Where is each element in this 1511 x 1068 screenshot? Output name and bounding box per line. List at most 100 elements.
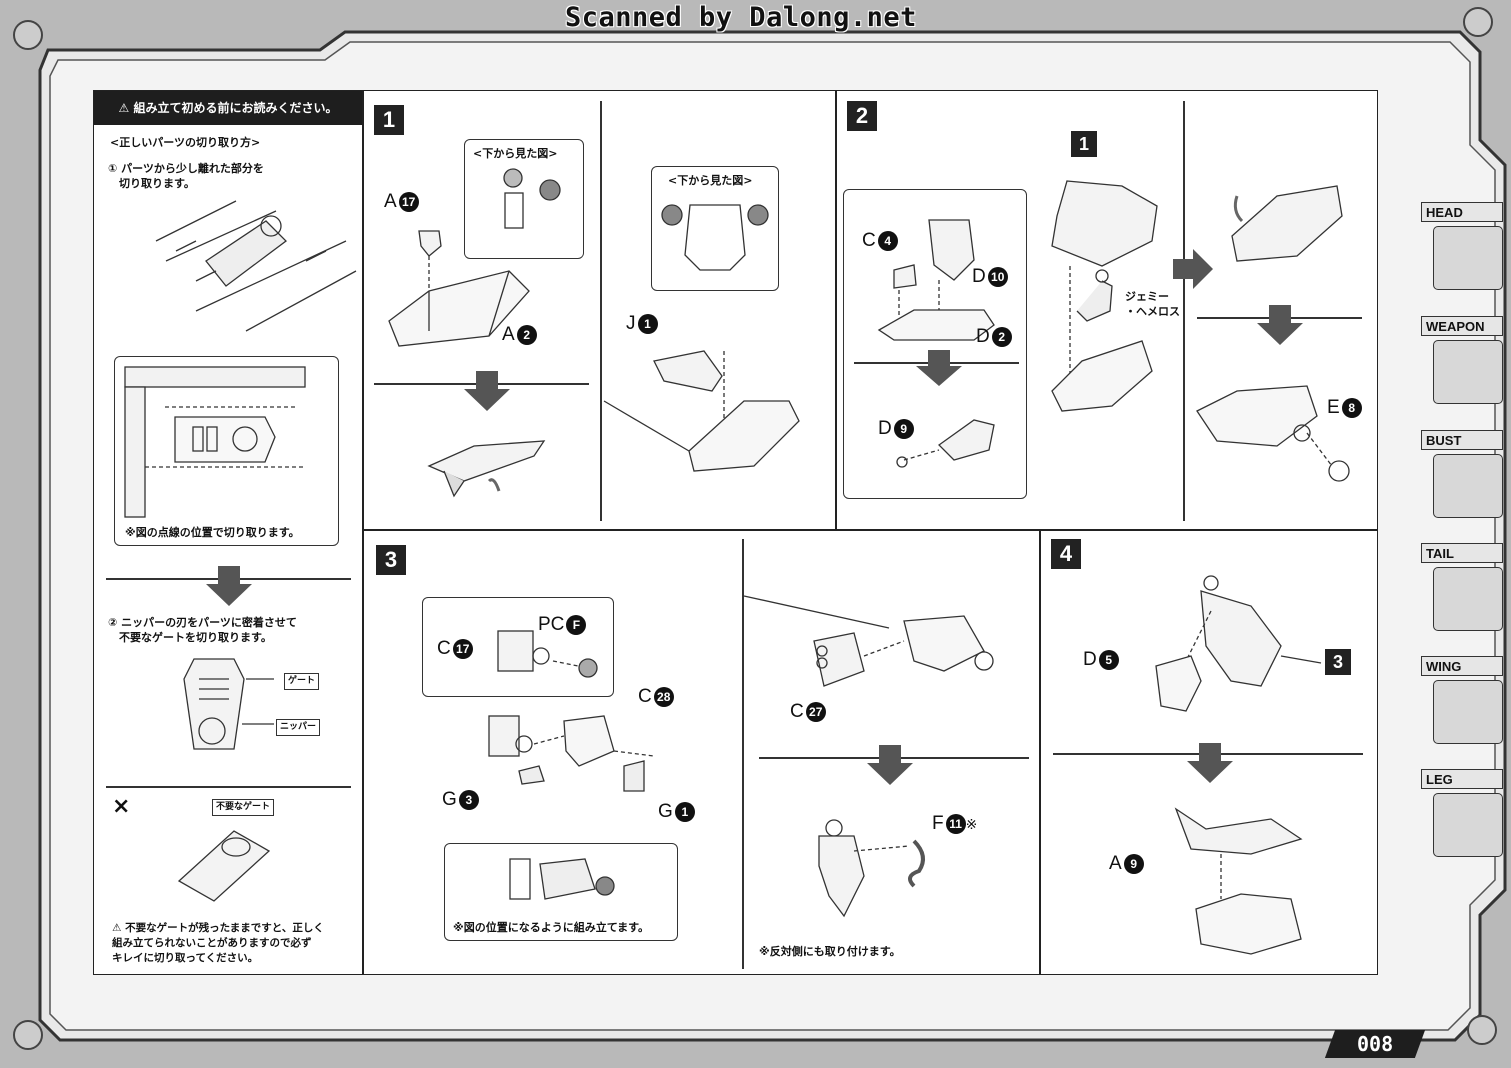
part-number: 1: [674, 801, 695, 822]
bad-gate-illustration: [177, 830, 271, 902]
step4-upper-drawing: [1155, 575, 1322, 712]
gate-label: ゲート: [284, 673, 320, 690]
bottom-view-drawing: [503, 168, 561, 229]
cut-detail-caption: ※図の点線の位置で切り取ります。: [125, 526, 300, 539]
bottom-view-drawing: [661, 204, 769, 271]
position-caption: ※図の位置になるように組み立てます。: [453, 921, 650, 934]
step2-head-assembly: [1196, 385, 1350, 482]
part-number: 2: [991, 326, 1012, 347]
step1-number: 1: [374, 105, 404, 135]
part-letter: G: [658, 801, 673, 822]
final-warning-text: ⚠ 不要なゲートが残ったままですと、正しく 組み立てられないことがありますので必…: [112, 922, 324, 964]
opposite-caption: ※反対側にも取り付けます。: [759, 945, 901, 958]
right-arrow: [1173, 249, 1213, 289]
scan-credit: Scanned by Dalong.net: [565, 2, 917, 33]
warning-header-text: 組み立て初める前にお読みください。: [133, 101, 338, 115]
tab-leg[interactable]: LEG: [1411, 769, 1506, 869]
step3-assembly-drawing: [488, 715, 655, 792]
step1-rotate-drawing: [427, 440, 546, 498]
step4-number: 4: [1051, 539, 1081, 569]
part-letter: C: [790, 701, 804, 722]
tab-tail-label: TAIL: [1421, 543, 1503, 563]
wrong-mark: ×: [112, 794, 131, 819]
step1-cockpit-assembly: [603, 350, 800, 472]
bottom-view-label-b: <下から見た図>: [668, 174, 753, 187]
tab-wing[interactable]: WING: [1411, 656, 1506, 756]
part-letter: C: [638, 686, 652, 707]
part-number: 8: [1341, 397, 1362, 418]
unneeded-gate-label: 不要なゲート: [212, 799, 275, 816]
part-letter: G: [442, 789, 457, 810]
down-arrow: [464, 371, 510, 411]
part-letter: J: [626, 313, 636, 334]
cut-detail-drawing: [124, 366, 306, 518]
part-suffix: ※: [965, 816, 978, 832]
part-number: 11: [945, 813, 966, 834]
tab-head[interactable]: HEAD: [1411, 202, 1506, 302]
step1-cockpit-drawing: [388, 230, 530, 347]
warning-panel: ⚠ 組み立て初める前にお読みください。 <正しいパーツの切り取り方> ① パーツ…: [93, 90, 363, 975]
part-letter: D: [878, 418, 892, 439]
part-number: 9: [893, 418, 914, 439]
step2-barrel-drawing: [896, 419, 995, 468]
tab-tail[interactable]: TAIL: [1411, 543, 1506, 643]
step1-bottom-view-b: <下から見た図>: [651, 166, 779, 291]
tab-wing-label: WING: [1421, 656, 1503, 676]
divider: [1183, 101, 1185, 521]
step4-lower-drawing: [1174, 807, 1303, 955]
runner-illustration: [155, 200, 357, 332]
cutting-step2-text: ② ニッパーの刃をパーツに密着させて 不要なゲートを切り取ります。: [108, 616, 297, 644]
part-number: 10: [987, 266, 1008, 287]
part-letter: C: [437, 638, 451, 659]
page-number: 008: [1324, 1030, 1426, 1058]
divider: [106, 786, 351, 788]
cutting-section-title: <正しいパーツの切り取り方>: [110, 136, 261, 149]
nipper-illustration: [183, 658, 274, 750]
step3-spring-drawing: [818, 819, 925, 918]
part-letter: PC: [538, 614, 565, 635]
tab-weapon[interactable]: WEAPON: [1411, 316, 1506, 416]
position-drawing: [509, 858, 615, 900]
step2-cockpit-rotated: [1231, 185, 1343, 262]
step1-bottom-view-a: <下から見た図>: [464, 139, 584, 259]
bust-icon: [1433, 454, 1503, 518]
down-arrow: [867, 745, 913, 785]
part-letter: A: [1109, 853, 1122, 874]
warning-header: ⚠ 組み立て初める前にお読みください。: [94, 91, 362, 125]
step3-leader-line: [743, 595, 890, 629]
down-arrow: [1257, 305, 1303, 345]
step2-seat-drawing: [877, 219, 995, 341]
part-number: 28: [653, 686, 674, 707]
part-letter: A: [384, 191, 397, 212]
part-number: 17: [452, 638, 473, 659]
part-letter: D: [972, 266, 986, 287]
part-number: 1: [637, 313, 658, 334]
down-arrow: [916, 350, 962, 386]
cutting-step1-text: ① パーツから少し離れた部分を 切り取ります。: [108, 162, 264, 190]
leg-icon: [1433, 793, 1503, 857]
step2-number: 2: [847, 101, 877, 131]
part-letter: C: [862, 230, 876, 251]
step3-position-inset: ※図の位置になるように組み立てます。: [444, 843, 678, 941]
part-number: 3: [458, 789, 479, 810]
part-number: F: [566, 614, 587, 635]
cut-detail-inset: ※図の点線の位置で切り取ります。: [114, 356, 339, 546]
step3-number: 3: [376, 545, 406, 575]
tab-bust[interactable]: BUST: [1411, 430, 1506, 530]
